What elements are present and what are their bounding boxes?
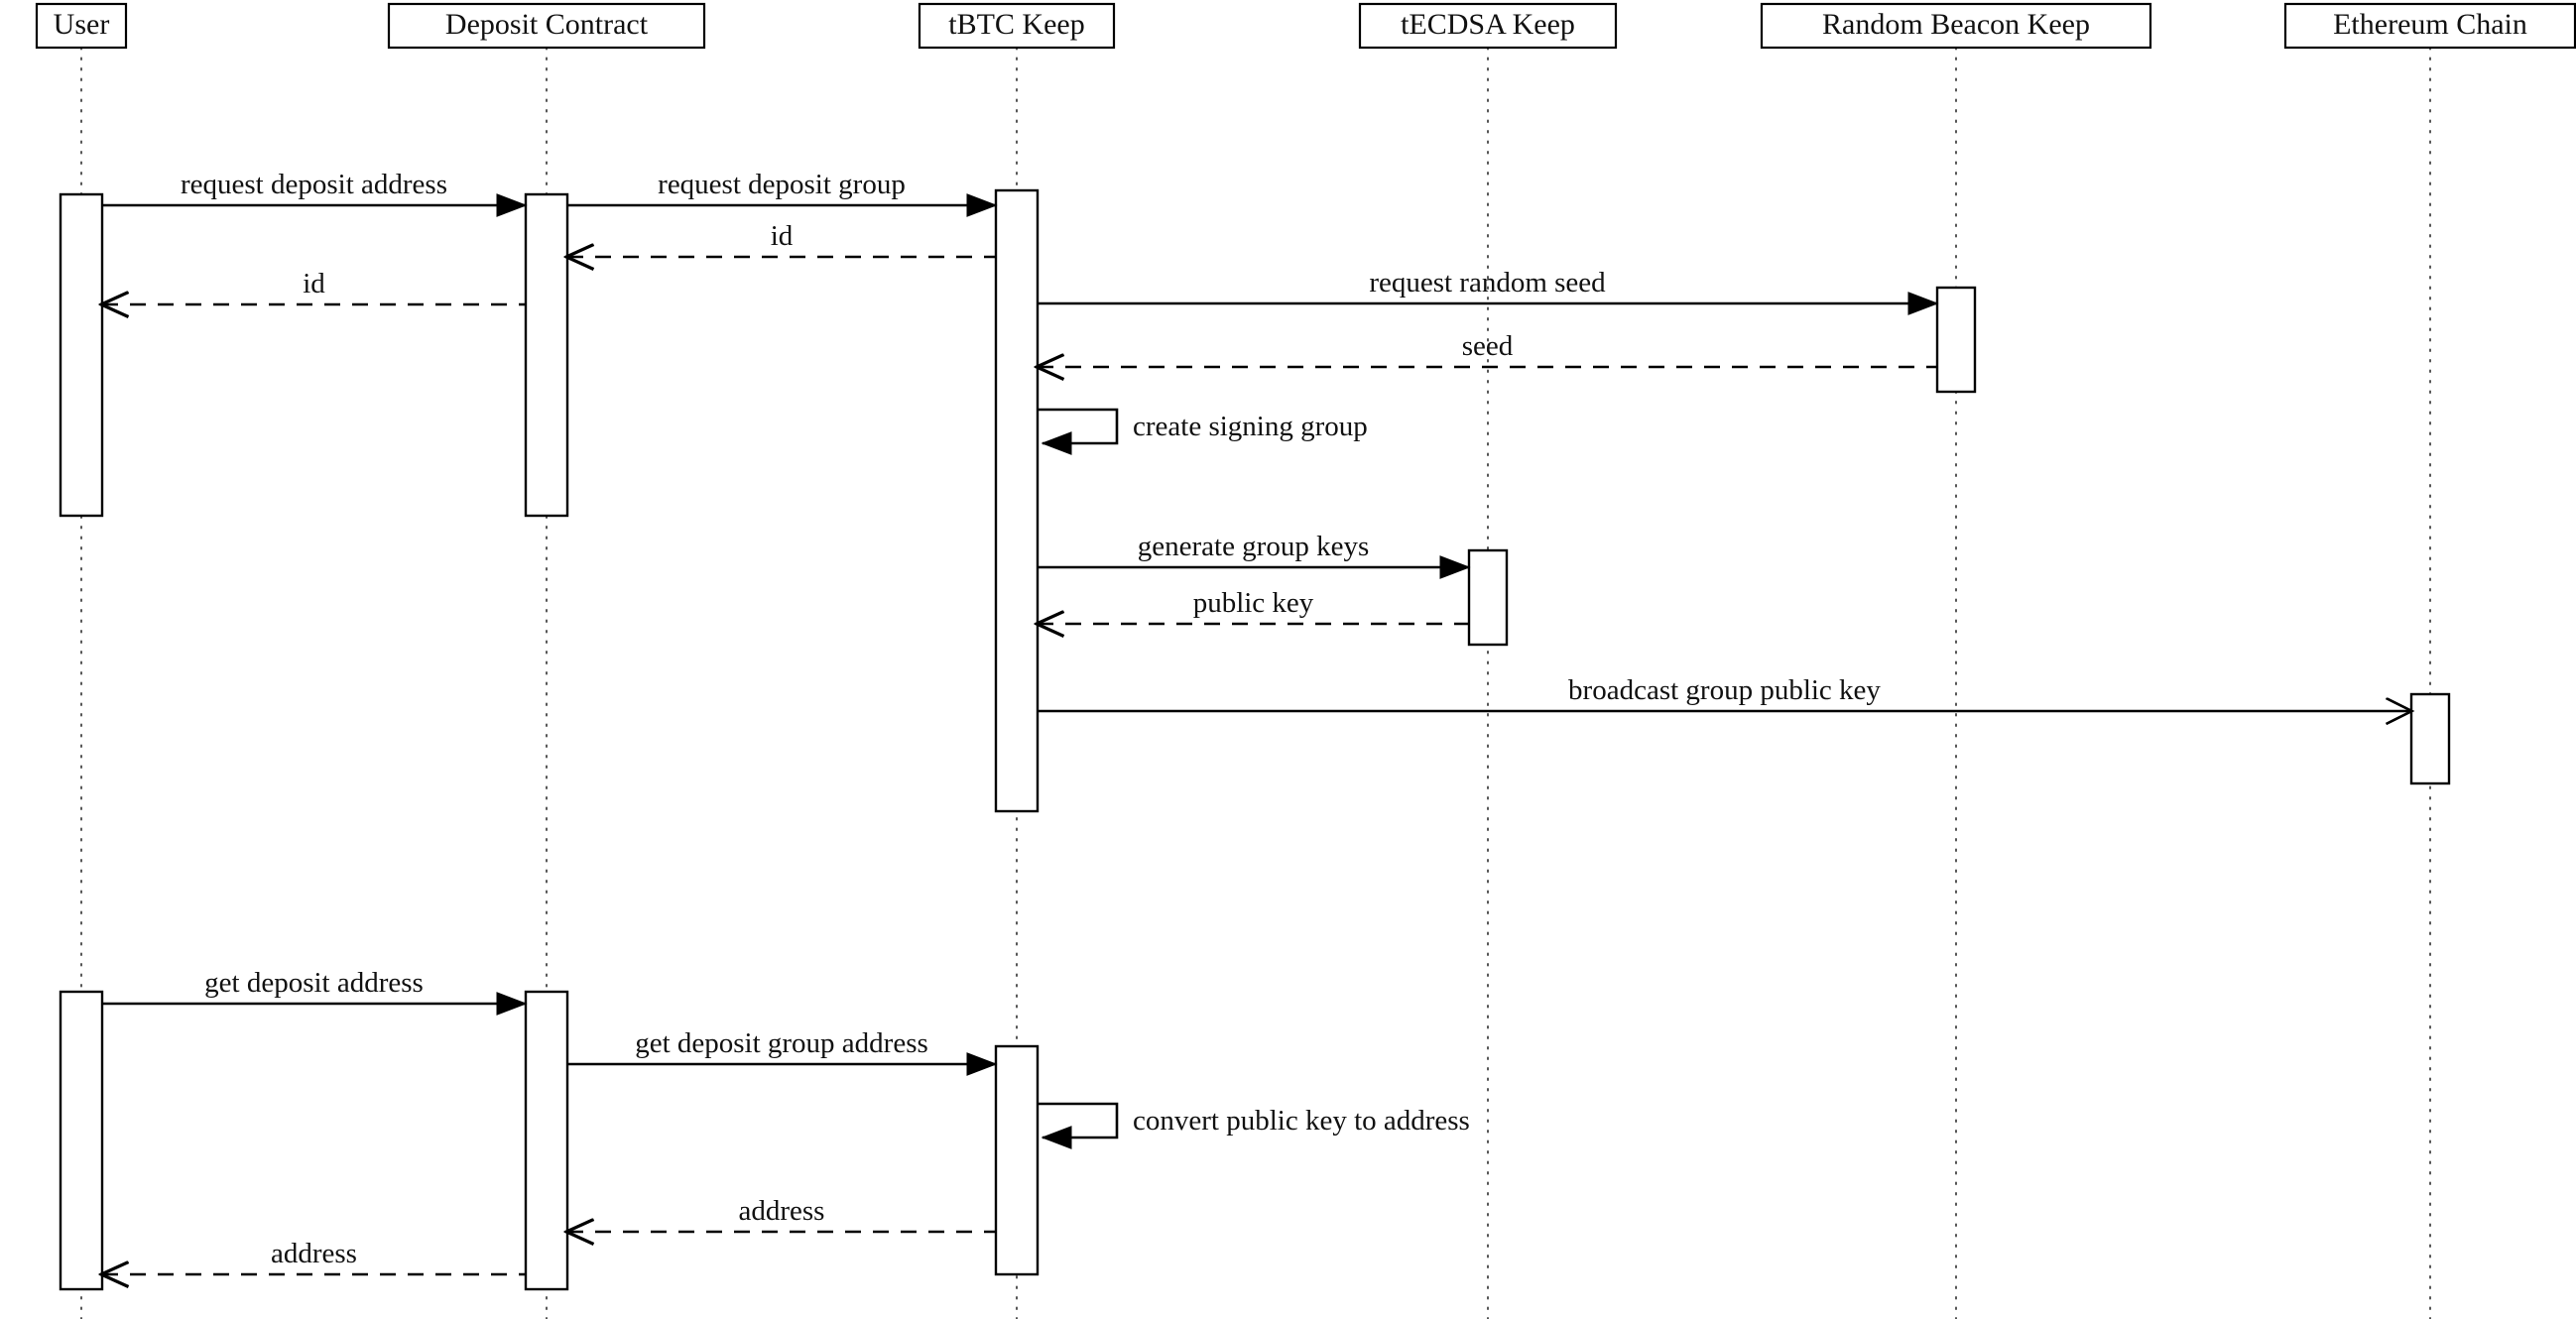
actor-label-eth: Ethereum Chain <box>2333 8 2527 41</box>
message-label-m8: generate group keys <box>1138 531 1370 562</box>
activation-bar-tbtc <box>994 188 1040 813</box>
message-m13[interactable]: convert public key to address <box>1038 1102 1470 1149</box>
activation-bar-eth <box>2409 692 2451 785</box>
activation-bar-tbtc <box>994 1044 1040 1276</box>
message-label-m13: convert public key to address <box>1133 1105 1470 1137</box>
message-label-m9: public key <box>1193 587 1314 619</box>
self-loop-icon <box>1038 1102 1119 1149</box>
message-m12[interactable]: get deposit group address <box>567 1027 998 1076</box>
activations-layer <box>59 188 2451 1291</box>
message-m4[interactable]: id <box>102 268 526 304</box>
activation-bar-beacon <box>1935 286 1977 394</box>
message-label-m12: get deposit group address <box>635 1027 928 1059</box>
message-m9[interactable]: public key <box>1038 587 1469 624</box>
actor-box-deposit[interactable]: Deposit Contract <box>387 2 706 50</box>
activation-bar-user <box>59 192 104 518</box>
activation-bar-deposit <box>524 990 569 1291</box>
actor-label-beacon: Random Beacon Keep <box>1822 8 2090 41</box>
message-m2[interactable]: request deposit group <box>567 169 998 217</box>
message-label-m7: create signing group <box>1133 411 1368 442</box>
message-m11[interactable]: get deposit address <box>102 967 528 1016</box>
message-label-m1: request deposit address <box>181 169 447 200</box>
message-m10[interactable]: broadcast group public key <box>1038 674 2411 711</box>
message-label-m11: get deposit address <box>204 967 424 999</box>
messages-layer: request deposit address request deposit g… <box>102 169 2411 1274</box>
actor-box-eth[interactable]: Ethereum Chain <box>2283 2 2576 50</box>
message-label-m10: broadcast group public key <box>1568 674 1881 706</box>
message-label-m15: address <box>271 1238 357 1269</box>
actors-layer: User Deposit Contract tBTC Keep tECDSA Keep… <box>35 2 2576 50</box>
actor-label-user: User <box>54 8 110 41</box>
actor-box-tbtc[interactable]: tBTC Keep <box>918 2 1116 50</box>
actor-box-beacon[interactable]: Random Beacon Keep <box>1760 2 2152 50</box>
message-label-m14: address <box>739 1195 825 1227</box>
actor-box-user[interactable]: User <box>35 2 128 50</box>
message-m15[interactable]: address <box>102 1238 526 1274</box>
actor-label-tbtc: tBTC Keep <box>948 8 1084 41</box>
message-label-m4: id <box>303 268 325 300</box>
self-loop-icon <box>1038 408 1119 455</box>
activation-bar-tecdsa <box>1467 548 1509 647</box>
message-m8[interactable]: generate group keys <box>1038 531 1471 579</box>
activation-bar-user <box>59 990 104 1291</box>
message-m3[interactable]: id <box>567 220 996 257</box>
message-label-m3: id <box>771 220 794 252</box>
message-m1[interactable]: request deposit address <box>102 169 528 217</box>
message-label-m6: seed <box>1462 330 1514 362</box>
actor-box-tecdsa[interactable]: tECDSA Keep <box>1358 2 1618 50</box>
message-m14[interactable]: address <box>567 1195 996 1232</box>
actor-label-deposit: Deposit Contract <box>445 8 649 41</box>
activation-bar-deposit <box>524 192 569 518</box>
message-m7[interactable]: create signing group <box>1038 408 1368 455</box>
message-m6[interactable]: seed <box>1038 330 1937 367</box>
message-label-m5: request random seed <box>1369 267 1606 299</box>
message-label-m2: request deposit group <box>658 169 906 200</box>
actor-label-tecdsa: tECDSA Keep <box>1401 8 1575 41</box>
message-m5[interactable]: request random seed <box>1038 267 1939 315</box>
